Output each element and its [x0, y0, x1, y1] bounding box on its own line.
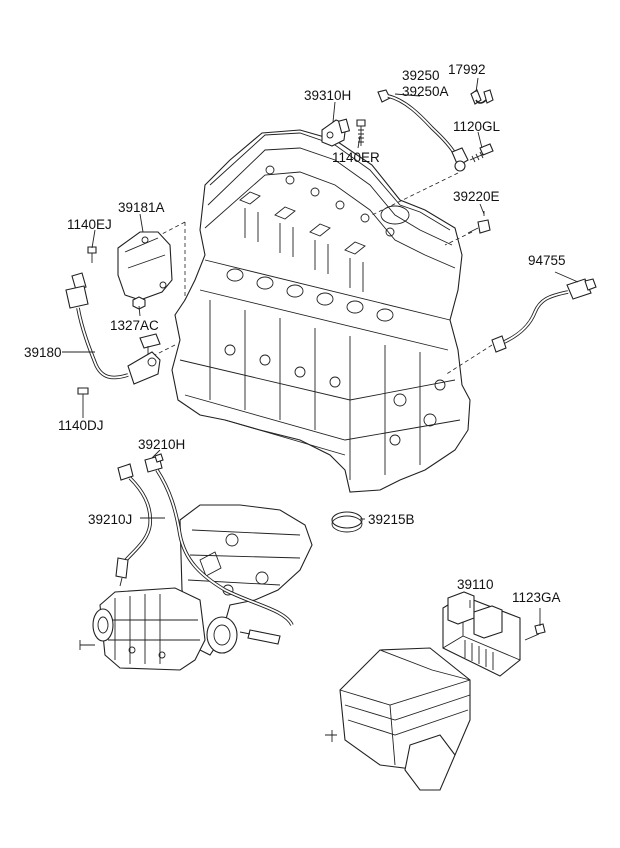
engine-leader-lines [154, 172, 493, 376]
ecm-bracket-box [325, 647, 471, 791]
crank-sensor-cover [117, 231, 173, 301]
label-39210J: 39210J [88, 512, 132, 527]
label-39180: 39180 [24, 345, 62, 360]
oil-pressure-harness [491, 278, 597, 353]
label-1120GL: 1120GL [453, 119, 501, 134]
nut-1327AC [132, 296, 146, 310]
label-39110: 39110 [457, 577, 494, 592]
oxygen-sensor-rear [115, 463, 153, 587]
oil-temp-sensor [467, 211, 491, 234]
bolt-1140ER [356, 119, 366, 146]
part-labels: 39310H 39250 39250A 17992 1120GL 1140ER … [24, 62, 566, 605]
label-1123GA: 1123GA [512, 590, 561, 605]
label-39250A: 39250A [402, 84, 449, 99]
engine-block [171, 129, 471, 493]
label-39310H: 39310H [304, 88, 351, 103]
exhaust-manifold [79, 504, 313, 671]
cam-position-sensor [321, 118, 351, 147]
oxygen-sensor-front [144, 453, 294, 645]
label-1140DJ: 1140DJ [58, 418, 104, 433]
label-39250: 39250 [402, 68, 440, 83]
label-39181A: 39181A [118, 200, 165, 215]
engine-control-module [442, 591, 521, 677]
bolt-1140DJ [77, 387, 89, 406]
bolt-1120GL [469, 143, 494, 163]
label-1140ER: 1140ER [332, 150, 380, 165]
bolt-1140EJ [87, 246, 97, 263]
label-39220E: 39220E [453, 189, 500, 204]
label-39210H: 39210H [138, 437, 185, 452]
bolt-1123GA [524, 623, 546, 641]
connector-17992 [470, 89, 494, 105]
plug-39215B [331, 511, 363, 533]
crank-sensor-harness [65, 272, 161, 385]
label-39215B: 39215B [368, 512, 415, 527]
label-1140EJ: 1140EJ [67, 217, 112, 232]
label-94755: 94755 [528, 253, 566, 268]
label-17992: 17992 [448, 62, 486, 77]
label-1327AC: 1327AC [110, 318, 159, 333]
knock-sensor-harness [377, 89, 469, 172]
label-leader-lines [62, 77, 579, 626]
